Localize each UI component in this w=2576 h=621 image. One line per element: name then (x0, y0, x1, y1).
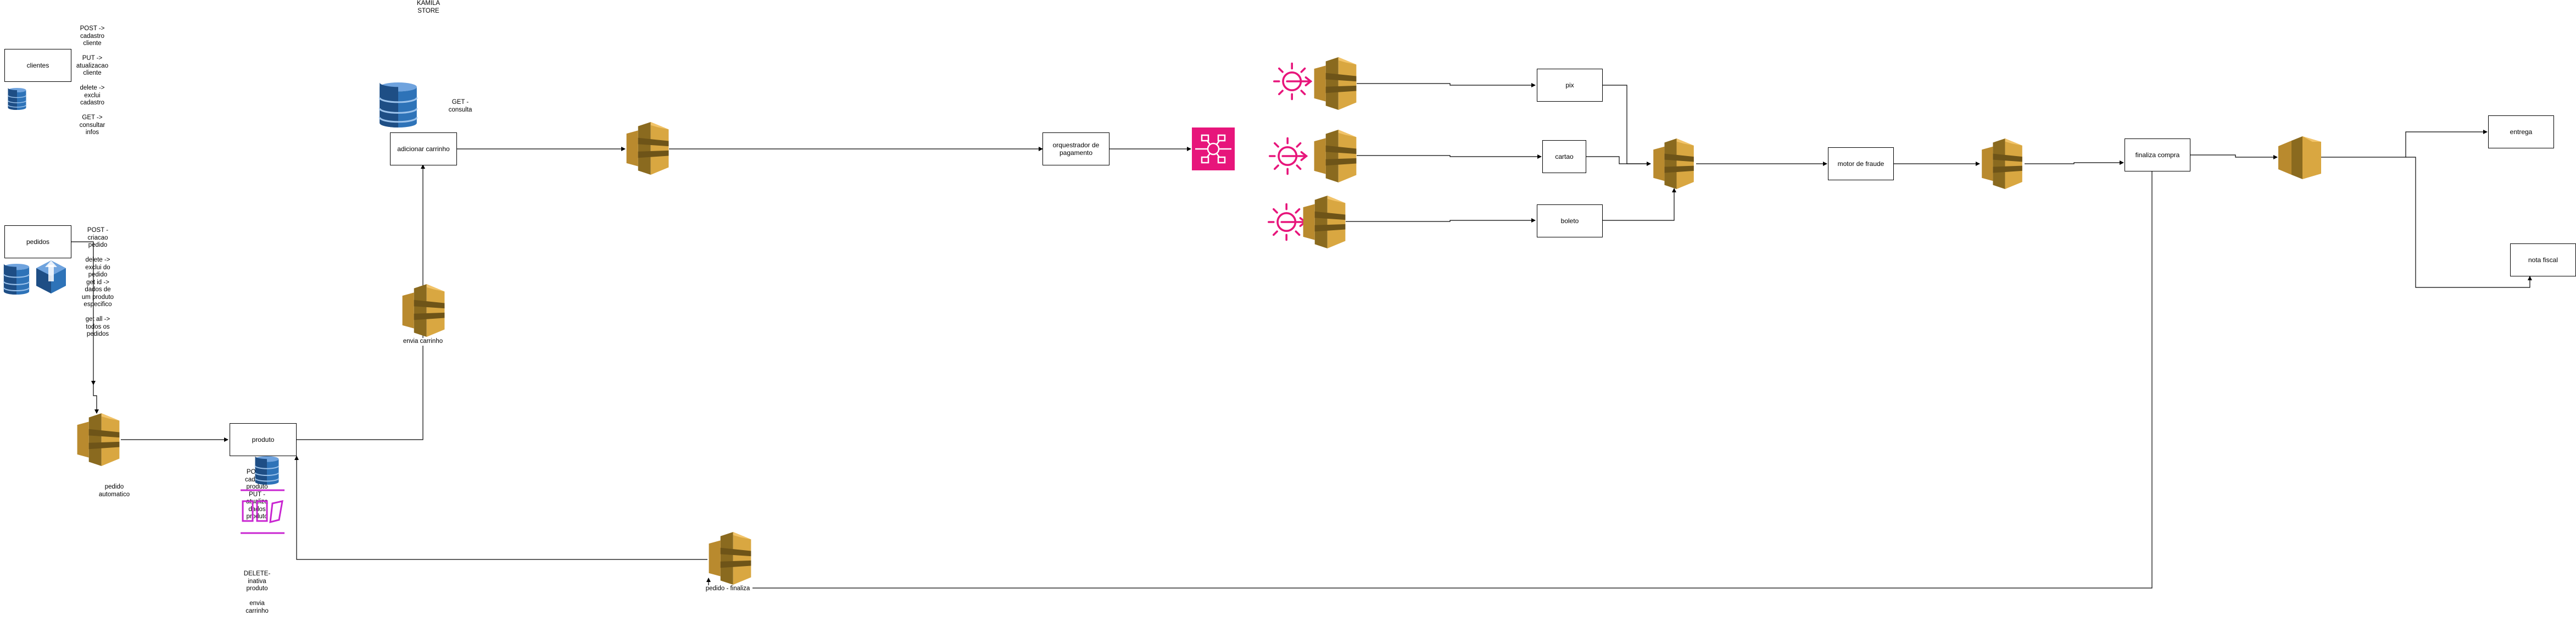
cartao-box[interactable]: cartao (1542, 140, 1586, 173)
step-functions-icon (1192, 127, 1235, 170)
pedido-automatico-label: pedido automatico (98, 484, 130, 498)
sqs-queue-icon (626, 122, 669, 175)
dynamodb-database-icon (378, 82, 419, 127)
clientes-box[interactable]: clientes (4, 49, 71, 82)
edge-produto-envia (297, 164, 425, 440)
sqs-queue-icon (77, 413, 120, 466)
produto-api-label-2: DELETE-inativa produto envia carrinho (243, 570, 271, 614)
edge-finaliza-pedido (706, 170, 2153, 589)
clientes-api-label: POST -> cadastro cliente PUT -> atualiza… (76, 25, 109, 136)
edge-fanout-entrega (2321, 130, 2488, 158)
pedido-finaliza-label: pedido - finaliza (703, 585, 752, 593)
orquestrador-box[interactable]: orquestrador de pagamento (1042, 132, 1109, 165)
edge-q3-boleto (1346, 218, 1536, 223)
get-consulta-label: GET - consulta (448, 99, 472, 113)
produto-box[interactable]: produto (230, 423, 297, 456)
diagram-title: KAMILA STORE (416, 0, 441, 14)
sqs-queue-icon (1314, 130, 1357, 182)
pedidos-box[interactable]: pedidos (4, 225, 71, 258)
api-gateway-icon (36, 260, 66, 293)
adicionar-carrinho-box[interactable]: adicionar carrinho (390, 132, 457, 165)
dynamodb-database-icon (252, 456, 282, 485)
sns-fanout-icon (2278, 136, 2321, 179)
sqs-queue-icon (1981, 138, 2023, 189)
eventbridge-event-icon (1268, 202, 1307, 242)
sqs-queue-icon (709, 532, 751, 585)
edge-q1-pix (1357, 83, 1536, 87)
edge-pedido-produto-back (294, 456, 707, 560)
finaliza-compra-box[interactable]: finaliza compra (2125, 138, 2190, 171)
entrega-box[interactable]: entrega (2488, 115, 2554, 148)
nota-fiscal-box[interactable]: nota fiscal (2510, 243, 2576, 276)
dynamodb-database-icon (0, 264, 33, 295)
pix-box[interactable]: pix (1537, 69, 1603, 102)
sqs-queue-icon (1652, 138, 1695, 189)
edge-queue-finaliza (2025, 160, 2124, 165)
dynamodb-database-icon (5, 88, 29, 110)
edge-q2-cartao (1357, 154, 1542, 159)
motor-fraude-box[interactable]: motor de fraude (1828, 147, 1894, 180)
envia-carrinho-label: envia carrinho (400, 338, 446, 346)
eventbridge-event-icon (1269, 136, 1308, 176)
edge-pedidos-line (71, 241, 96, 385)
sqs-queue-icon (402, 284, 445, 337)
edge-cartao-merge (1586, 156, 1651, 164)
edge-finaliza-fanout (2190, 154, 2278, 159)
edge-pix-merge (1603, 85, 1651, 166)
boleto-box[interactable]: boleto (1537, 204, 1603, 237)
eventbridge-event-icon (1273, 62, 1313, 101)
edge-into-pedido-queue (93, 385, 99, 414)
sqs-queue-icon (1303, 196, 1346, 248)
pedidos-api-label: POST - criacao pedido delete -> exclui d… (81, 227, 114, 337)
magenta-service-icon (241, 489, 285, 534)
sqs-queue-icon (1314, 57, 1357, 110)
edge-boleto-merge (1603, 188, 1676, 221)
edge-fanout-nota (2406, 157, 2532, 288)
